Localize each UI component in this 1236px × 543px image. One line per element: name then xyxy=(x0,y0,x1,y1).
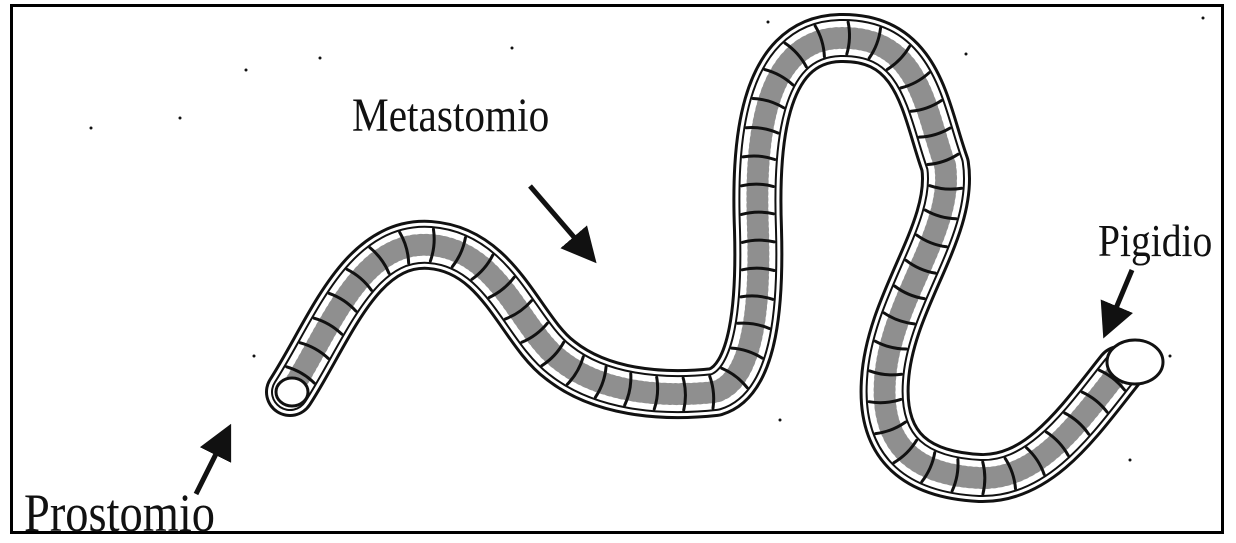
metastomio-label: Metastomio xyxy=(352,92,549,140)
prostomio-label: Prostomio xyxy=(24,486,215,540)
metastomio-arrow xyxy=(530,186,592,258)
prostomio-tip xyxy=(276,378,308,406)
pigidio-tip xyxy=(1107,340,1163,384)
pigidio-label: Pigidio xyxy=(1098,218,1212,264)
pigidio-arrow xyxy=(1106,270,1132,332)
